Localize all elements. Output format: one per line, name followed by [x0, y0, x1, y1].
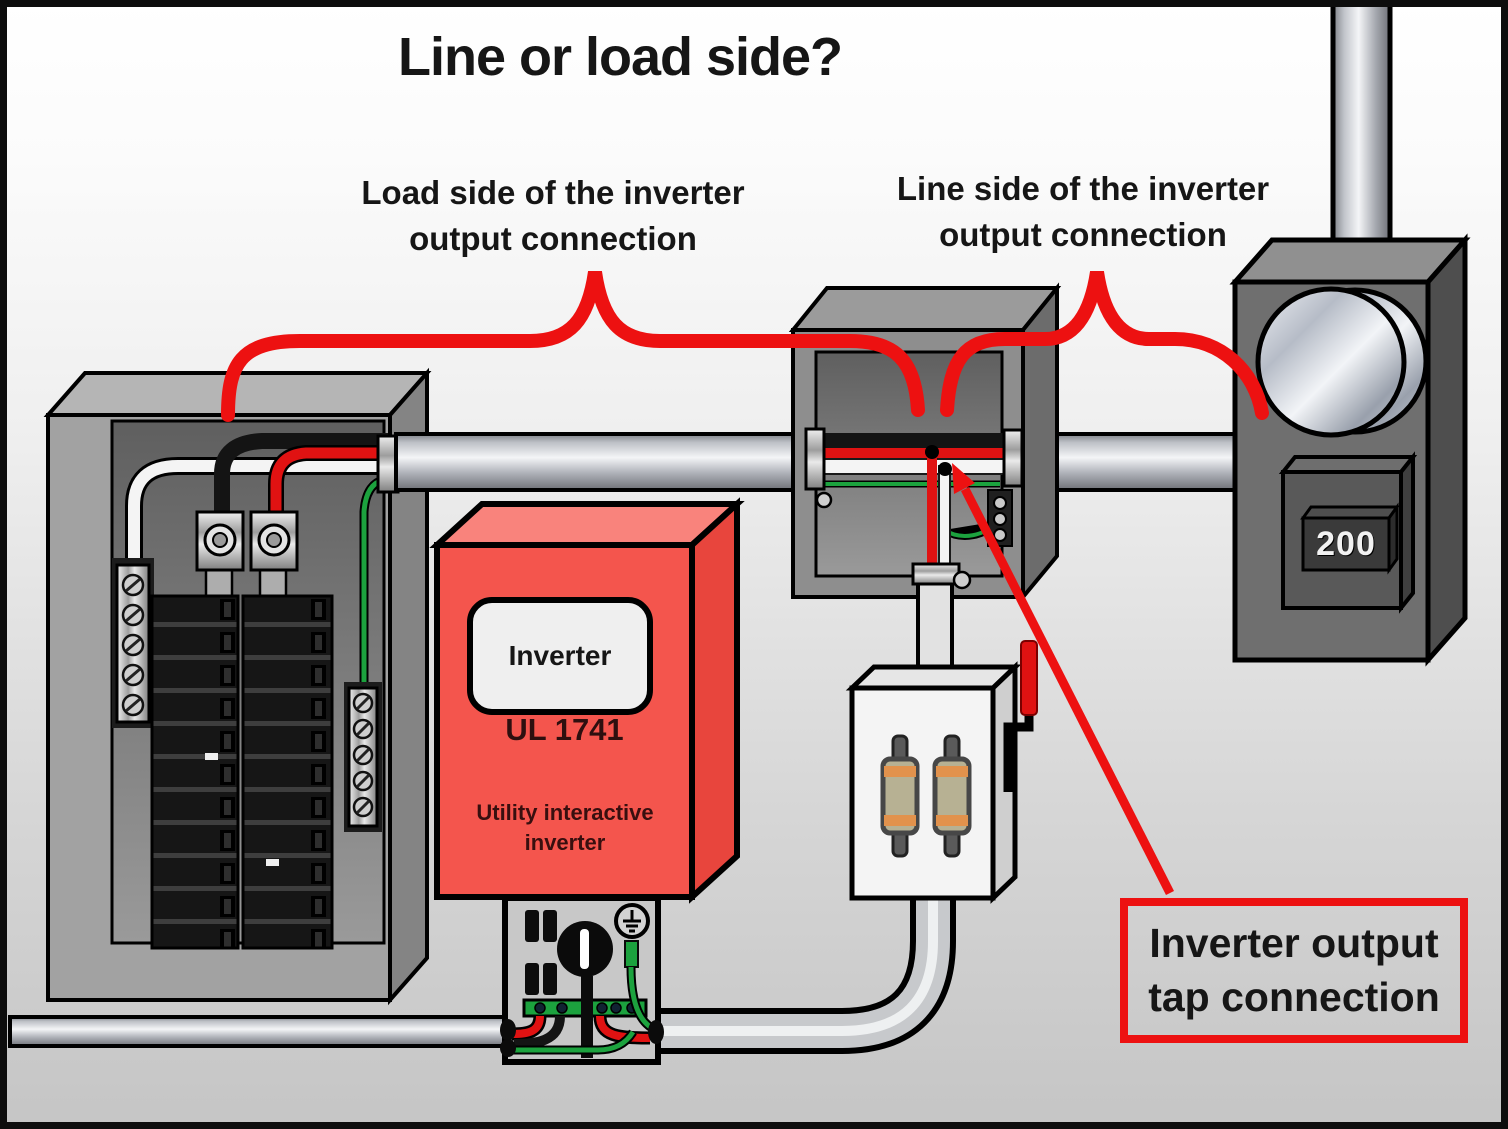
neutral-bus [112, 558, 154, 728]
tap-white-wire [938, 465, 951, 577]
knockout-knob [557, 921, 613, 977]
load-side-label: Load side of the inverter output connect… [361, 174, 745, 258]
tap-connection-callout: Inverter output tap connection [1120, 898, 1468, 1043]
line-side-label: Line side of the inverter output connect… [896, 170, 1270, 254]
breaker-panel [43, 367, 432, 1006]
tap-connection-dot [925, 445, 939, 459]
inverter-description-label: Utility interactive inverter [476, 800, 654, 855]
left-fitting [500, 1039, 516, 1057]
terminal-slots [525, 910, 557, 995]
conduit-bottom-left [8, 1015, 510, 1048]
inverter-nameplate-label: Inverter [508, 640, 612, 671]
right-fitting [648, 1020, 664, 1044]
breaker-stacks [150, 594, 334, 950]
black-wire-run [818, 433, 1004, 448]
inverter-wiring-box [500, 895, 664, 1065]
left-fitting [500, 1019, 516, 1041]
tap-connection-dot [938, 462, 952, 476]
fuse [880, 734, 920, 858]
main-lugs [195, 510, 299, 600]
white-wire-run [817, 458, 1005, 475]
junction-right-fitting [1002, 428, 1024, 488]
compartment-wires [511, 966, 659, 1055]
divider-bar [581, 976, 593, 1058]
conduit-panel-to-junction [394, 432, 824, 492]
fuse [932, 734, 972, 858]
disconnect-handle [1003, 640, 1038, 792]
junction-left-fitting [804, 427, 826, 491]
annotation-layer [221, 270, 1269, 896]
tap-red-wire [927, 452, 937, 576]
junction-bottom-fitting [911, 562, 961, 586]
main-breaker-display [1278, 451, 1418, 614]
neutral-wire [128, 460, 388, 574]
inverter-standard-label: UL 1741 [505, 712, 624, 747]
fused-disconnect [845, 640, 1038, 904]
main-breaker-rating: 200 [1316, 524, 1376, 563]
service-riser-conduit [1330, 0, 1393, 253]
page-title: Line or load side? [397, 27, 843, 87]
ground-symbol-icon [614, 903, 650, 939]
inverter-nameplate [467, 597, 653, 715]
black-hot-wire [214, 433, 388, 514]
red-wire-run [818, 448, 1004, 459]
meter-glass-dome [1255, 286, 1407, 438]
conduit-junction-to-disconnect [916, 574, 954, 678]
utility-meter [1229, 233, 1471, 667]
tap-arrow [952, 463, 1175, 896]
junction-wires [817, 433, 1005, 577]
line-side-brace [940, 270, 1269, 420]
conduit-disconnect-elbow [657, 894, 956, 1054]
ground-lug [624, 940, 639, 968]
load-side-brace [221, 270, 925, 422]
red-hot-wire [270, 447, 388, 514]
inverter-unit [429, 497, 745, 904]
ground-bus [344, 682, 382, 832]
